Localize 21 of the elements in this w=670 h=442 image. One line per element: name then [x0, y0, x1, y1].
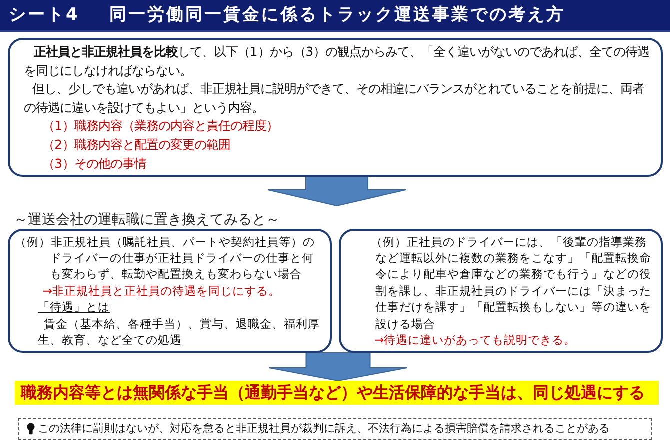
highlight-text: 職務内容等とは無関係な手当（通勤手当など）や生活保障的な手当は、同じ処遇にする: [21, 382, 646, 404]
section-caption: ～運送会社の運転職に置き換えてみると～: [14, 211, 280, 229]
rounded-panel: [8, 38, 663, 177]
conclusion-text: →待遇に違いがあっても説明できる。: [373, 332, 578, 348]
note-text: この法律に罰則はないが、対応を怠ると非正規社員が裁判に訴え、不法行為による損害賠償を請求されることがある: [38, 421, 610, 437]
paragraph-text: （例）非正規社員（嘱託社員、パートや契約社員等）のドライバーの仕事が正社員ドライバーの仕事と何も変わらず、転勤や配置換えも変わらない場合: [15, 234, 316, 283]
paragraph-text: （例）正社員のドライバーには、「後輩の指導業務など運転以外に複数の業務をこなす」「配置転換命令により配車や倉庫などの業務でも行う」などの役割を課し、非正規社員のドライバーには「決まった仕事だけを課す」「配置転換もしない」等の違いを設ける場合: [371, 234, 653, 332]
paragraph-text: 但し、少しでも違いがあれば、非正規社員に説明ができて、その相違にバランスがとれていることを前提に、両者の待遇に違いを設けてもよい」という内容。: [24, 80, 646, 117]
list-item: （1）職務内容（業務の内容と責任の程度）: [42, 117, 280, 136]
paragraph-text: 賃金（基本給、各種手当）、賞与、退職金、福利厚生、教育、など全ての処遇: [37, 316, 321, 348]
rounded-panel: [8, 229, 332, 353]
block-arrow: [268, 176, 406, 207]
block-arrow: [268, 352, 408, 382]
rounded-panel: [339, 229, 663, 353]
dashed-note-box: [18, 418, 652, 440]
list-item: （2）職務内容と配置の変更の範囲: [42, 136, 232, 154]
subheading-text: 「待遇」とは: [37, 299, 110, 316]
list-item: （3）その他の事情: [42, 154, 148, 173]
title-banner: シート4 同一労働同一賃金に係るトラック運送事業での考え方: [0, 0, 670, 32]
conclusion-text: →非正規社員と正社員の待遇を同じにする。: [42, 282, 282, 300]
paragraph-text: 正社員と非正規社員を比較して、以下（1）から（3）の観点からみて、「全く違いがないのであれば、全ての待遇を同じにしなければならない。: [24, 43, 651, 80]
